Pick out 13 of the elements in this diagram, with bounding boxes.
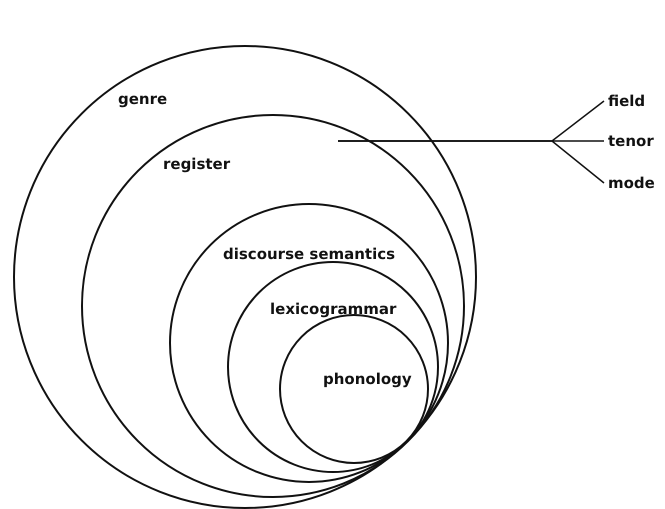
layer-label: discourse semantics xyxy=(223,245,396,263)
term-label: tenor xyxy=(608,132,654,150)
layer-label: register xyxy=(163,155,230,173)
layer-circle xyxy=(81,114,465,498)
layer-label: genre xyxy=(118,90,168,108)
layer-circle xyxy=(13,45,477,509)
layer-label: lexicogrammar xyxy=(270,300,396,318)
connector-line xyxy=(338,140,604,184)
layer-circle xyxy=(227,261,439,473)
layer-circle xyxy=(169,203,449,483)
layer-label: phonology xyxy=(323,370,412,388)
term-label: mode xyxy=(608,174,655,192)
term-label: field xyxy=(608,92,646,110)
